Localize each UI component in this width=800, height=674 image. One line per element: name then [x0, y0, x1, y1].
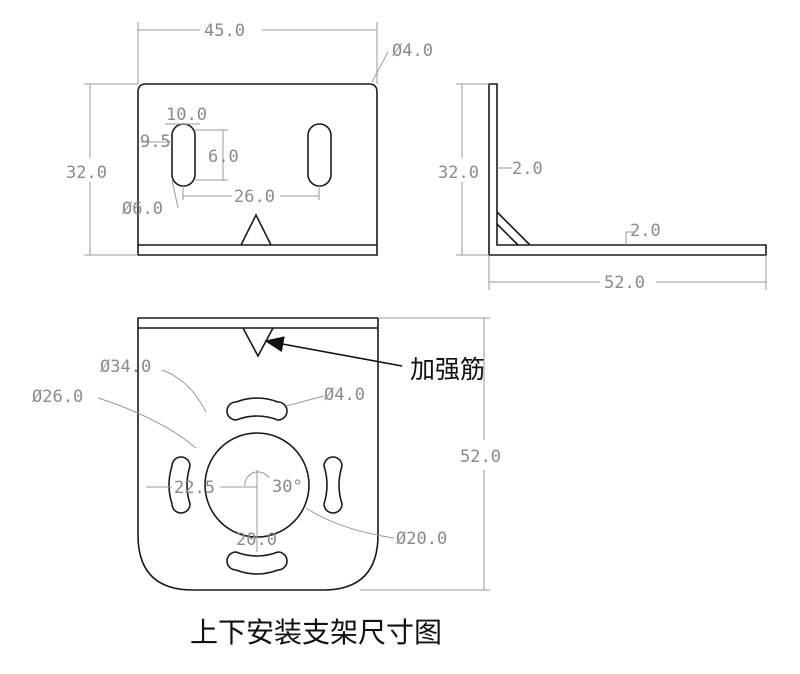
front-plate-outline [137, 83, 378, 256]
rib-label: 加强筋 [410, 355, 485, 384]
side-rib-inner [496, 223, 519, 246]
side-thick-v-label: 2.0 [512, 159, 543, 179]
bottom-slot-top [226, 397, 288, 421]
bottom-slot-left [168, 456, 191, 514]
side-view: 32.0 2.0 2.0 52.0 [438, 83, 767, 293]
front-corner-label: Ø4.0 [392, 41, 433, 61]
front-width-label: 45.0 [204, 21, 245, 41]
bottom-slot-bottom [226, 551, 288, 575]
bottom-slot-dia-leader [285, 395, 325, 407]
bottom-length-label: 52.0 [460, 447, 501, 467]
bottom-dia-outer-leader [161, 369, 207, 413]
rib-arrow [264, 336, 403, 367]
bottom-slot-dia-label: Ø4.0 [324, 385, 365, 405]
front-corner-leader [371, 51, 389, 83]
front-slot-dia-leader [171, 179, 179, 209]
bottom-dia-mid-leader [97, 397, 197, 449]
drawing-caption: 上下安装支架尺寸图 [190, 616, 442, 649]
bottom-hole-dia-leader [305, 507, 395, 539]
side-length-label: 52.0 [604, 273, 645, 293]
side-rib [496, 211, 531, 246]
bottom-center-dist-label: 20.0 [236, 530, 277, 550]
bottom-slot-right [323, 456, 343, 514]
bottom-offset-label: 22.5 [174, 478, 215, 498]
front-view: 45.0 Ø4.0 32.0 10.0 9.5 6.0 Ø6.0 26.0 [66, 21, 433, 256]
side-thick-h-label: 2.0 [630, 221, 661, 241]
front-slot-spacing-label: 26.0 [234, 187, 275, 207]
front-height-label: 32.0 [66, 163, 107, 183]
front-slot-dia-label: Ø6.0 [122, 199, 163, 219]
front-rib-triangle [240, 213, 272, 246]
front-slot-offset-label: 9.5 [140, 132, 171, 152]
side-height-label: 32.0 [438, 163, 479, 183]
front-slot-length-label: 6.0 [208, 147, 239, 167]
bottom-angle-label: 30° [272, 477, 303, 497]
front-slot-right [307, 123, 332, 187]
bottom-plate-outline [137, 317, 379, 591]
bottom-view: Ø34.0 Ø26.0 Ø4.0 22.5 30° 52.0 20.0 Ø20.… [32, 317, 501, 591]
bottom-dia-outer-label: Ø34.0 [100, 357, 151, 377]
front-slot-left [171, 123, 196, 187]
bottom-hole-dia-label: Ø20.0 [396, 529, 447, 549]
bottom-angle-arc [244, 471, 270, 487]
bottom-dia-mid-label: Ø26.0 [32, 387, 83, 407]
front-slot-height-label: 10.0 [166, 105, 207, 125]
